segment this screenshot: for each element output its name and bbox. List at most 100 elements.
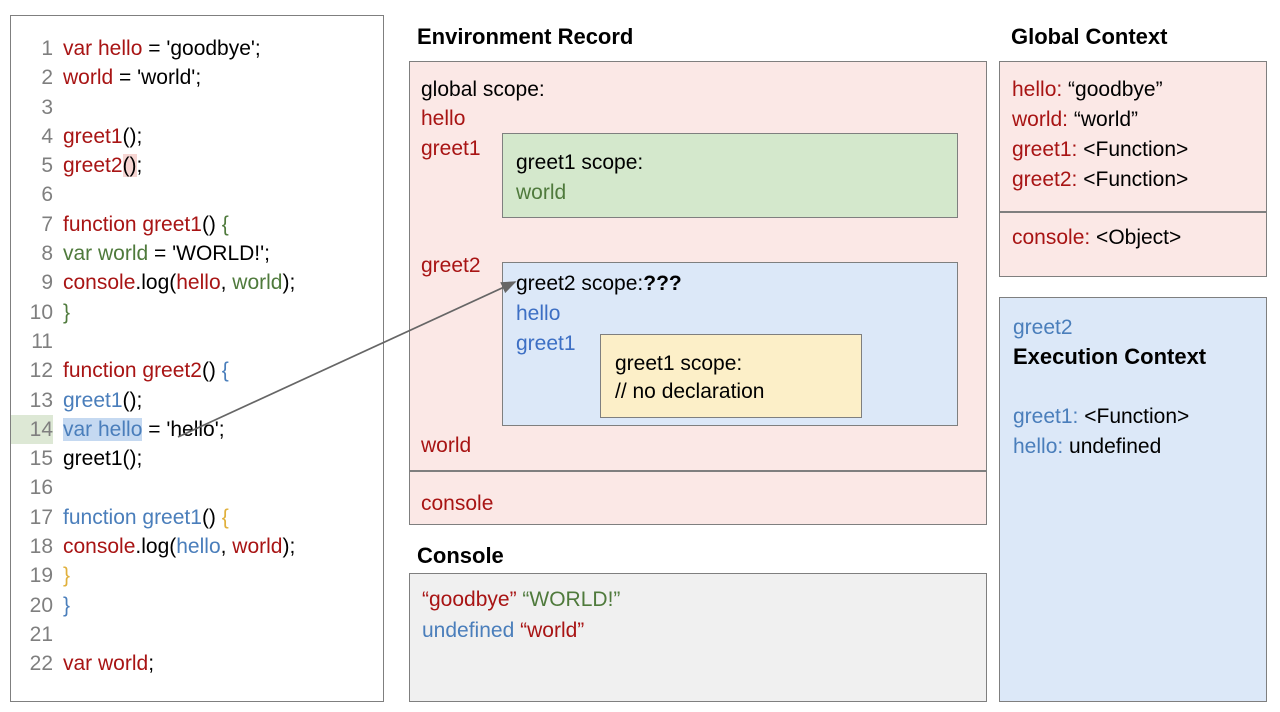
line-number: 13 — [29, 388, 53, 412]
line-number: 22 — [29, 652, 53, 676]
execution-context-entry-value: undefined — [1063, 435, 1162, 458]
code-line-text: var world; — [53, 649, 154, 678]
code-line[interactable]: 11 — [11, 327, 383, 356]
code-token: } — [63, 300, 71, 324]
code-line[interactable]: 10} — [11, 298, 383, 327]
global-context-entry-value: <Function> — [1077, 168, 1189, 191]
env-var-greet2: greet2 — [421, 254, 481, 277]
greet1-scope-var-world: world — [516, 181, 567, 204]
greet1-scope-header: greet1 scope: — [516, 151, 644, 174]
code-line[interactable]: 17 function greet1() { — [11, 503, 383, 532]
execution-context-entry-key: greet1: — [1013, 405, 1079, 428]
code-token: ; — [148, 652, 155, 676]
global-context-title: Global Context — [1011, 24, 1168, 49]
console-panel: “goodbye” “WORLD!” undefined “world” — [409, 573, 987, 702]
console-output-line: undefined “world” — [422, 619, 584, 643]
code-line[interactable]: 15 greet1(); — [11, 444, 383, 473]
code-token: (); — [122, 124, 143, 148]
code-token: ); — [282, 271, 296, 295]
execution-context-owner-label: greet2 — [1013, 316, 1073, 339]
code-token: var hello — [63, 417, 143, 441]
env-var-greet1: greet1 — [421, 137, 481, 160]
code-line[interactable]: 20} — [11, 591, 383, 620]
code-line-text: console.log(hello, world); — [53, 532, 295, 561]
code-line-text: function greet2() { — [53, 356, 229, 385]
code-token: { — [221, 212, 229, 236]
greet1-scope-box — [502, 133, 958, 218]
code-token: ); — [282, 535, 296, 559]
line-number: 6 — [41, 183, 53, 207]
execution-context-title: Execution Context — [1013, 344, 1207, 369]
global-context-console-entry: console: <Object> — [1012, 226, 1181, 250]
code-line[interactable]: 21 — [11, 620, 383, 649]
code-token: , — [220, 271, 233, 295]
global-context-entry-value: <Function> — [1077, 138, 1189, 161]
global-context-entry-key: greet1: — [1012, 138, 1078, 161]
inner-greet1-scope-box — [600, 334, 862, 418]
code-token: console — [63, 535, 136, 559]
code-token: { — [221, 505, 229, 529]
line-number: 2 — [41, 66, 53, 90]
code-line[interactable]: 4 greet1(); — [11, 122, 383, 151]
code-token: greet1 — [63, 124, 123, 148]
code-line-text: world = 'world'; — [53, 63, 201, 92]
code-line-text: function greet1() { — [53, 503, 229, 532]
line-number: 21 — [29, 622, 53, 646]
code-token: } — [63, 564, 71, 588]
global-context-entry: hello: “goodbye” — [1012, 78, 1163, 102]
code-line[interactable]: 9 console.log(hello, world); — [11, 268, 383, 297]
line-number: 8 — [41, 242, 53, 266]
line-number: 11 — [31, 329, 53, 353]
console-token: “WORLD!” — [522, 588, 621, 611]
line-number: 10 — [29, 300, 53, 324]
code-line-text: greet1(); — [53, 444, 142, 473]
code-line-text: var world = 'WORLD!'; — [53, 239, 270, 268]
code-token: world — [232, 271, 283, 295]
greet2-scope-var-hello: hello — [516, 302, 561, 325]
code-token: = 'WORLD!'; — [148, 242, 270, 266]
line-number: 1 — [41, 37, 53, 60]
code-line[interactable]: 16 — [11, 473, 383, 502]
line-number: 12 — [29, 359, 53, 383]
greet2-scope-header: greet2 scope:??? — [516, 272, 682, 296]
code-token: { — [221, 359, 229, 383]
code-token: world — [232, 535, 283, 559]
code-line[interactable]: 3 — [11, 93, 383, 122]
line-number: 20 — [29, 593, 53, 617]
code-line[interactable]: 18 console.log(hello, world); — [11, 532, 383, 561]
console-token: “goodbye” — [422, 588, 517, 611]
environment-record-title: Environment Record — [417, 24, 634, 49]
code-token: = 'world'; — [113, 66, 202, 90]
console-token: “world” — [520, 619, 585, 642]
global-context-panel — [999, 61, 1267, 277]
line-number: 4 — [41, 124, 53, 148]
execution-context-entry-key: hello: — [1013, 435, 1064, 458]
env-var-console: console — [421, 492, 494, 515]
global-context-entry-value: “goodbye” — [1062, 78, 1163, 101]
code-line[interactable]: 8 var world = 'WORLD!'; — [11, 239, 383, 268]
code-token: console — [63, 271, 136, 295]
line-number: 18 — [29, 535, 53, 559]
line-number: 15 — [29, 447, 53, 471]
code-line[interactable]: 6 — [11, 180, 383, 209]
code-line-text: greet1(); — [53, 386, 142, 415]
execution-context-entry-value: <Function> — [1078, 405, 1190, 428]
code-line[interactable]: 13 greet1(); — [11, 386, 383, 415]
code-token: function greet2 — [63, 359, 202, 383]
env-var-world: world — [421, 434, 472, 457]
global-scope-label: global scope: — [421, 78, 545, 101]
code-token: = 'hello'; — [142, 417, 225, 441]
code-line[interactable]: 14 var hello = 'hello'; — [11, 414, 383, 445]
code-line[interactable]: 22 var world; — [11, 649, 383, 678]
console-output-line: “goodbye” “WORLD!” — [422, 588, 620, 612]
global-context-entry: world: “world” — [1012, 108, 1138, 132]
code-token: var world — [63, 242, 149, 266]
code-token: greet2 — [63, 154, 123, 178]
code-line[interactable]: 19 } — [11, 561, 383, 590]
